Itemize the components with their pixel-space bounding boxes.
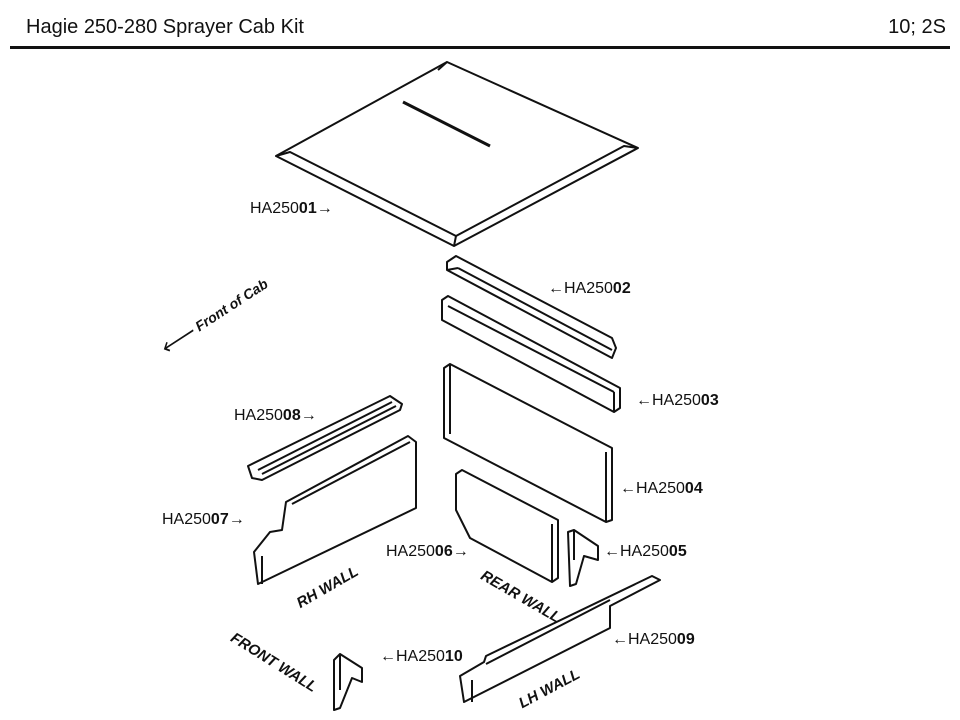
arrow-right-icon: → — [316, 200, 333, 217]
part-rear-top-trim — [446, 255, 617, 359]
arrow-left-icon: ← — [636, 392, 652, 409]
arrow-left-icon: ← — [620, 480, 636, 497]
arrow-left-icon: ← — [380, 648, 396, 665]
page-code: 10; 2S — [888, 16, 946, 38]
part-rear-wall-large — [443, 363, 613, 523]
arrow-left-icon: ← — [612, 631, 628, 648]
arrow-right-icon: → — [300, 407, 317, 424]
part-rear-wall-lower — [455, 469, 559, 583]
part-lh-wall — [459, 575, 661, 703]
part-front-corner — [333, 653, 363, 711]
part-rear-corner — [567, 529, 599, 587]
arrow-left-icon: ← — [548, 280, 564, 297]
page-title: Hagie 250-280 Sprayer Cab Kit — [26, 16, 304, 38]
arrow-left-icon: ← — [604, 543, 620, 560]
part-roof — [275, 61, 639, 247]
title-rule — [10, 46, 950, 49]
part-rh-wall — [253, 435, 417, 585]
part-rear-upper-panel — [441, 295, 621, 413]
part-rh-rail — [247, 395, 403, 481]
arrow-right-icon: → — [228, 511, 245, 528]
arrow-right-icon: → — [452, 543, 469, 560]
title-bar: Hagie 250-280 Sprayer Cab Kit 10; 2S — [0, 0, 960, 49]
